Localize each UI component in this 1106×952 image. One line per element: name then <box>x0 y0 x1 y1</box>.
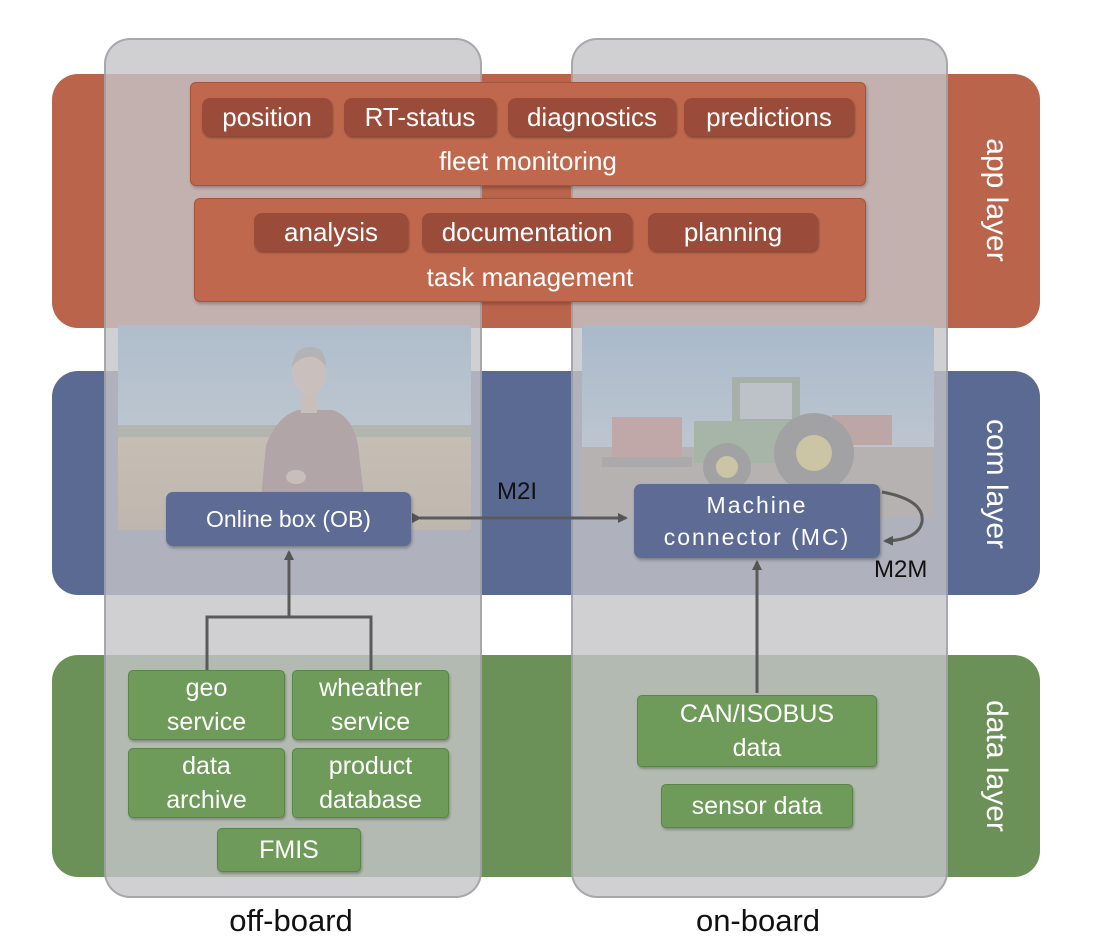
planning-chip: planning <box>648 213 818 251</box>
online-box: Online box (OB) <box>166 492 411 546</box>
fmis-chip: FMIS <box>217 828 361 872</box>
product-database-chip: product database <box>292 748 449 818</box>
product-database-line1: product <box>328 752 413 780</box>
on-board-label: on-board <box>695 903 821 938</box>
analysis-chip: analysis <box>254 213 408 251</box>
m2m-label: M2M <box>874 556 928 583</box>
documentation-chip: documentation <box>422 213 632 251</box>
weather-service-line2: service <box>330 708 411 736</box>
geo-service-chip: geo service <box>128 670 285 740</box>
task-management-label: task management <box>426 262 634 292</box>
data-archive-line2: archive <box>166 786 247 814</box>
off-board-label: off-board <box>229 903 353 938</box>
product-database-line2: database <box>319 786 422 814</box>
data-archive-chip: data archive <box>128 748 285 818</box>
machine-connector-line2: connector (MC) <box>663 524 851 550</box>
machine-connector: Machine connector (MC) <box>634 484 880 558</box>
geo-service-line1: geo <box>185 674 228 702</box>
diagnostics-chip: diagnostics <box>508 98 676 136</box>
geo-service-line2: service <box>166 708 247 736</box>
predictions-chip: predictions <box>684 98 854 136</box>
com-layer-label: com layer <box>980 418 1013 550</box>
weather-service-chip: wheather service <box>292 670 449 740</box>
fleet-monitoring-label: fleet monitoring <box>439 146 617 176</box>
sensor-data-chip: sensor data <box>661 784 853 828</box>
weather-service-line1: wheather <box>319 674 422 702</box>
m2i-label: M2I <box>497 478 538 505</box>
m2m-loop-arrow <box>881 490 924 546</box>
data-layer-label: data layer <box>980 700 1013 832</box>
position-chip: position <box>202 98 332 136</box>
app-layer-label: app layer <box>980 138 1013 262</box>
rt-status-chip: RT-status <box>344 98 496 136</box>
can-isobus-chip: CAN/ISOBUS data <box>637 695 877 767</box>
machine-connector-line1: Machine <box>706 492 808 518</box>
can-isobus-line2: data <box>732 734 782 762</box>
can-isobus-line1: CAN/ISOBUS <box>679 700 835 728</box>
data-archive-line1: data <box>182 752 231 780</box>
